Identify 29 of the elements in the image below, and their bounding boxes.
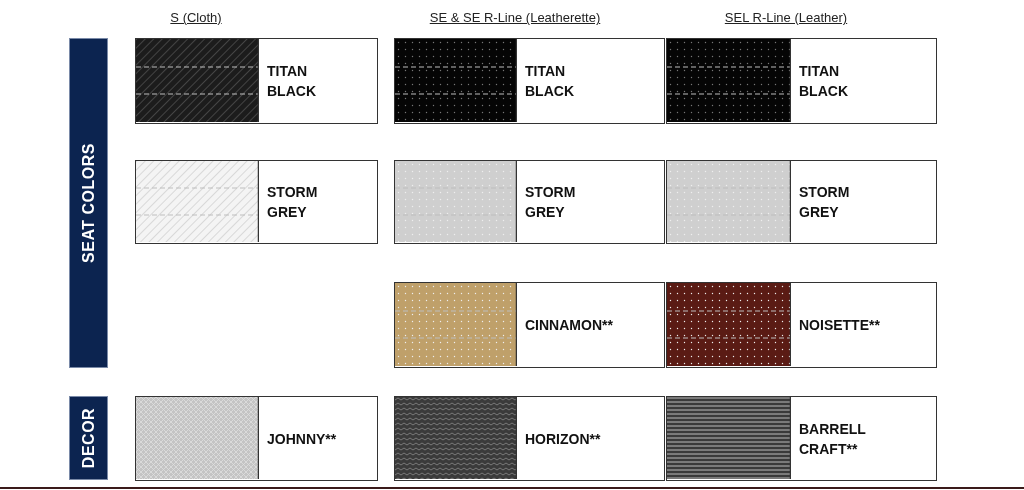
color-name: HORIZON** (525, 429, 602, 449)
column-heading: SE & SE R-Line (Leatherette) (429, 10, 601, 25)
color-card (666, 160, 937, 244)
color-name: STORM GREY (799, 183, 851, 222)
color-card (394, 282, 665, 368)
color-name: NOISETTE** (799, 316, 881, 335)
section-band (69, 396, 108, 480)
color-name: JOHNNY** (267, 429, 338, 449)
section-title: SEAT COLORS (79, 143, 98, 263)
color-card (666, 396, 937, 481)
color-name: TITAN BLACK (267, 62, 317, 101)
color-card (394, 38, 665, 124)
column-heading: S (Cloth) (170, 10, 222, 25)
color-card (666, 38, 937, 124)
color-card (135, 160, 378, 244)
color-name: BARRELL CRAFT** (799, 419, 867, 459)
color-name: STORM GREY (525, 183, 577, 222)
color-card (135, 396, 378, 481)
color-name: TITAN BLACK (799, 62, 849, 101)
color-card (394, 396, 665, 481)
color-name: TITAN BLACK (525, 62, 575, 101)
color-name: STORM GREY (267, 183, 319, 222)
section-band (69, 38, 108, 368)
color-name: CINNAMON** (525, 316, 614, 335)
section-title: DECOR (79, 407, 98, 469)
color-card (394, 160, 665, 244)
color-card (666, 282, 937, 368)
column-heading: SEL R-Line (Leather) (724, 10, 848, 25)
color-card (135, 38, 378, 124)
